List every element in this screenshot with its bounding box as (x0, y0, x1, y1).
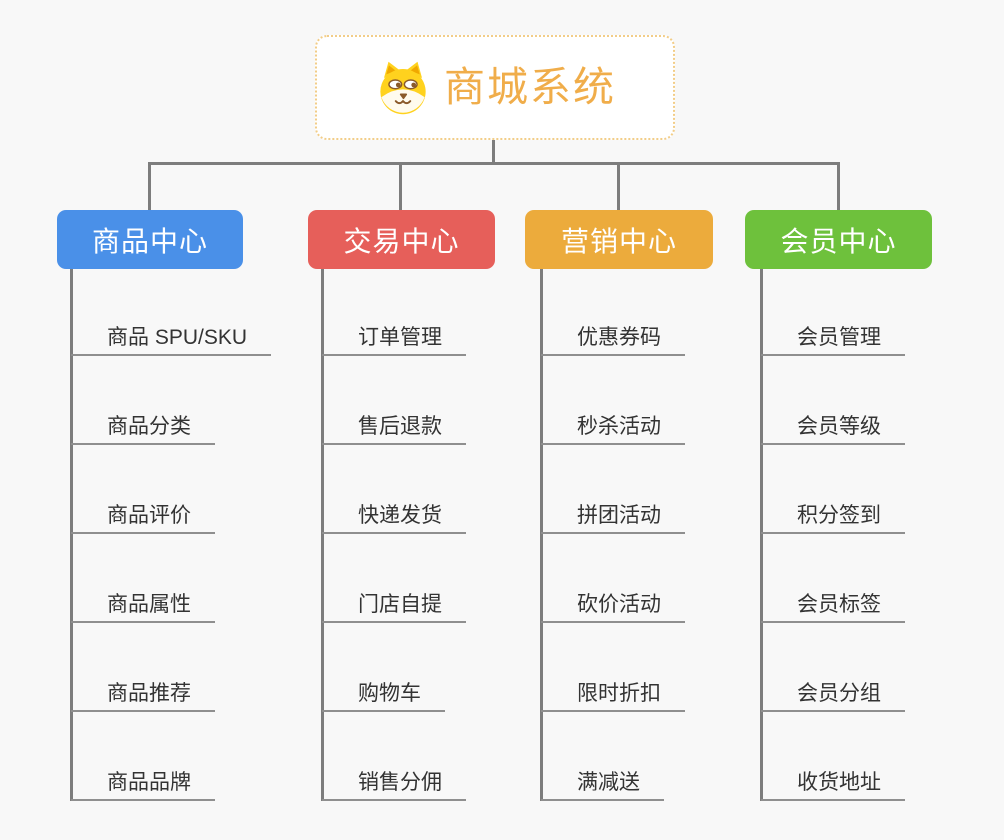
connector-drop-trade (399, 163, 402, 211)
leaf-node[interactable]: 商品分类 (71, 401, 215, 445)
branch-label: 商品中心 (91, 225, 208, 257)
leaf-node[interactable]: 秒杀活动 (541, 401, 685, 445)
leaf-node[interactable]: 购物车 (322, 668, 445, 712)
connector-root-stem (492, 140, 495, 165)
leaf-node[interactable]: 商品 SPU/SKU (71, 312, 272, 356)
leaf-node[interactable]: 拼团活动 (541, 490, 685, 534)
connector-drop-members (837, 163, 840, 211)
leaf-node[interactable]: 限时折扣 (541, 668, 685, 712)
leaf-node[interactable]: 订单管理 (322, 312, 466, 356)
connector-drop-marketing (617, 163, 620, 211)
connector-trunk-members (760, 268, 763, 801)
leaf-node[interactable]: 满减送 (541, 757, 664, 801)
leaf-node[interactable]: 收货地址 (761, 757, 905, 801)
leaf-node[interactable]: 售后退款 (322, 401, 466, 445)
branch-node-marketing[interactable]: 营销中心 (525, 210, 713, 269)
root-node[interactable]: 商城系统 (315, 35, 675, 140)
leaf-node[interactable]: 会员标签 (761, 579, 905, 623)
leaf-node[interactable]: 销售分佣 (322, 757, 466, 801)
shiba-dog-icon (374, 59, 432, 117)
connector-drop-products (148, 163, 151, 211)
leaf-node[interactable]: 门店自提 (322, 579, 466, 623)
root-title: 商城系统 (444, 64, 616, 110)
leaf-node[interactable]: 积分签到 (761, 490, 905, 534)
branch-label: 会员中心 (780, 225, 897, 257)
connector-trunk-marketing (540, 268, 543, 801)
leaf-node[interactable]: 商品品牌 (71, 757, 215, 801)
branch-node-products[interactable]: 商品中心 (57, 210, 243, 269)
connector-horizontal-bar (148, 162, 840, 165)
leaf-node[interactable]: 会员管理 (761, 312, 905, 356)
leaf-node[interactable]: 商品推荐 (71, 668, 215, 712)
leaf-node[interactable]: 商品属性 (71, 579, 215, 623)
branch-node-trade[interactable]: 交易中心 (308, 210, 495, 269)
branch-label: 交易中心 (343, 225, 460, 257)
leaf-node[interactable]: 商品评价 (71, 490, 215, 534)
connector-trunk-products (70, 268, 73, 801)
branch-node-members[interactable]: 会员中心 (745, 210, 932, 269)
leaf-node[interactable]: 砍价活动 (541, 579, 685, 623)
branch-label: 营销中心 (560, 225, 677, 257)
leaf-node[interactable]: 快递发货 (322, 490, 466, 534)
leaf-node[interactable]: 会员等级 (761, 401, 905, 445)
connector-trunk-trade (321, 268, 324, 801)
leaf-node[interactable]: 优惠券码 (541, 312, 685, 356)
leaf-node[interactable]: 会员分组 (761, 668, 905, 712)
